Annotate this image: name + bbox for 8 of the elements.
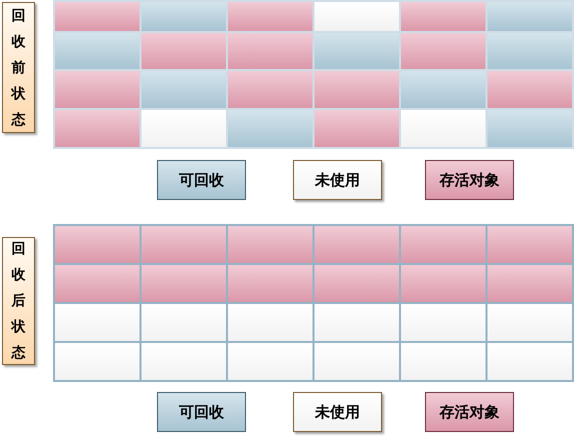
legend-key: 存活对象 xyxy=(425,160,514,200)
legend-key: 未使用 xyxy=(293,160,382,200)
legend-key: 存活对象 xyxy=(425,392,514,432)
state-label: 回收后状态 xyxy=(2,237,35,365)
legend-key: 可回收 xyxy=(157,392,246,432)
state-label: 回收前状态 xyxy=(2,2,35,133)
legend-key: 可回收 xyxy=(157,160,246,200)
legend-key: 未使用 xyxy=(293,392,382,432)
